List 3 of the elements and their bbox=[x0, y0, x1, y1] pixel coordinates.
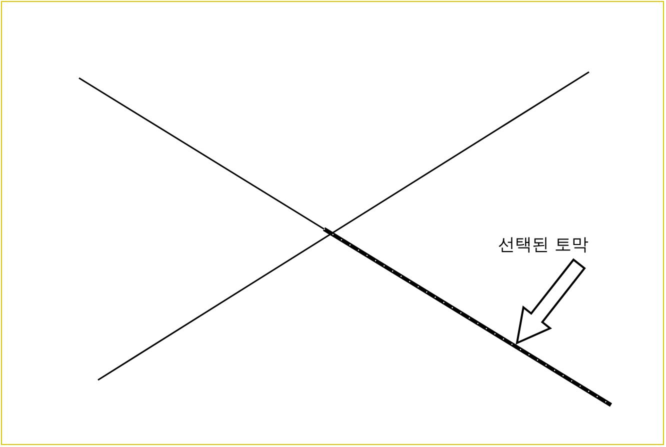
hollow-arrow bbox=[516, 258, 586, 345]
selected-segment bbox=[322, 227, 612, 407]
callout-label: 선택된 토막 bbox=[498, 234, 588, 256]
